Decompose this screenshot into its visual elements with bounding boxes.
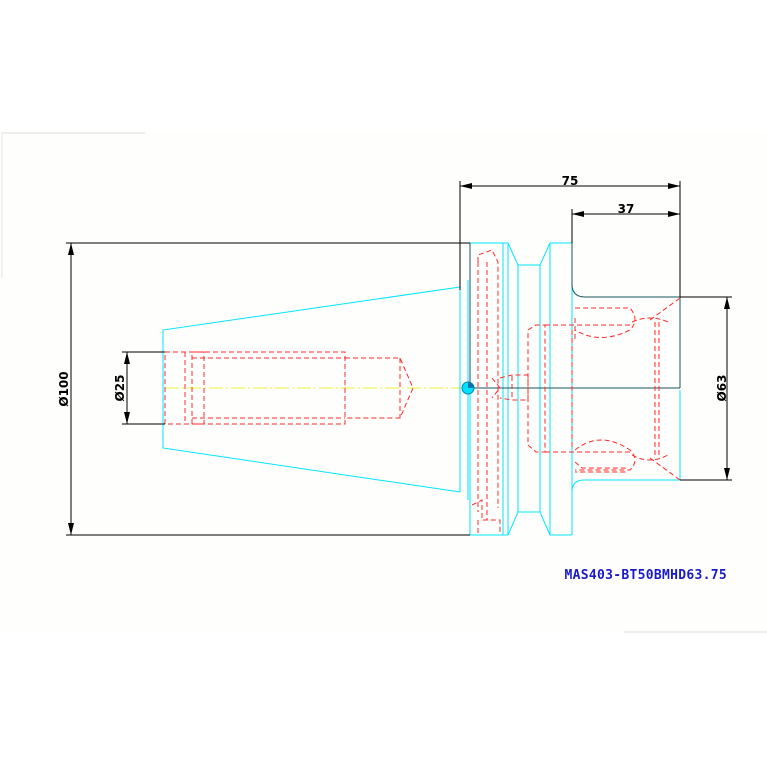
dim-75-label: 75 (562, 174, 579, 188)
taper-shank (162, 286, 461, 493)
dim-37-label: 37 (618, 202, 635, 216)
dimension-lines (66, 181, 732, 536)
arrowheads (68, 183, 730, 535)
radial-hole-tip-top (649, 297, 681, 321)
center-bore-chamfer (491, 377, 501, 399)
arrow-37-right (668, 211, 680, 217)
dim-25-label: Ø25 (113, 375, 127, 402)
drawing-sheet (0, 132, 767, 632)
arrow-63-top (724, 297, 730, 309)
hidden-lines (164, 249, 681, 534)
lower-pocket-arc-2 (631, 454, 669, 461)
key-slot-upper (477, 249, 499, 508)
pull-stud-bore-outer (164, 351, 346, 425)
head-upper-profile (571, 243, 681, 388)
arrow-75-left (460, 183, 472, 189)
arrow-37-left (572, 211, 584, 217)
radial-hole-tip-bottom (649, 457, 681, 481)
center-bore-upper (499, 374, 529, 401)
part-number-label: MAS403-BT50BMHD63.75 (564, 568, 727, 583)
arrow-100-bottom (68, 523, 74, 535)
arrow-75-right (668, 183, 680, 189)
arrow-25-top (124, 352, 130, 364)
flange-bottom (470, 511, 572, 536)
arrow-25-bottom (124, 412, 130, 424)
upper-pocket-arc-2 (631, 317, 669, 323)
dim-63-label: Ø63 (715, 375, 729, 402)
dim-100-label: Ø100 (57, 371, 71, 406)
origin-marker-quadrant (468, 382, 474, 388)
head-bottom (571, 390, 681, 535)
upper-pocket-arc (574, 307, 636, 338)
lower-pocket-base (574, 461, 626, 473)
flange-top (470, 242, 572, 266)
head-upper-edges (469, 243, 681, 389)
arrow-100-top (68, 243, 74, 255)
bore-counter (191, 351, 205, 425)
drill-point (345, 357, 414, 419)
arrow-63-bottom (724, 468, 730, 480)
lower-pocket-arc (574, 439, 636, 471)
